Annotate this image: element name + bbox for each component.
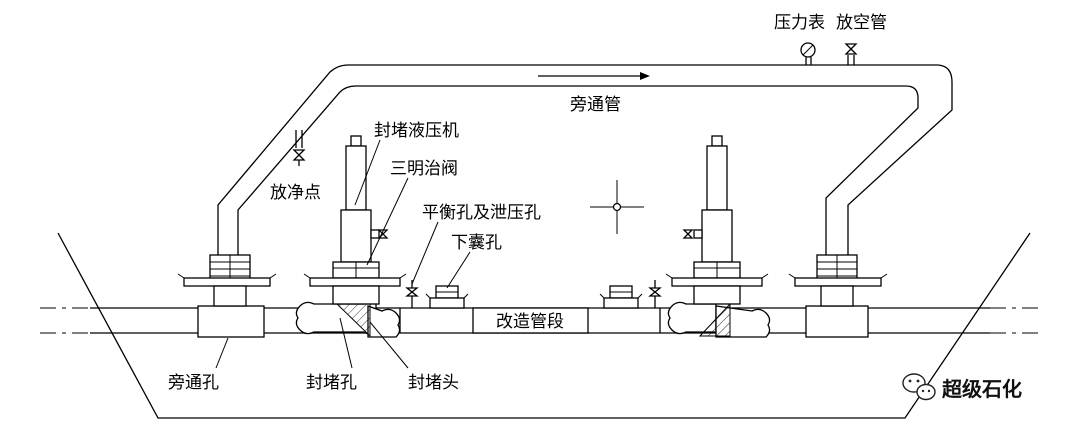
plugging-head-right [698,302,731,337]
label-vent-pipe: 放空管 [836,13,887,33]
hydraulic-machine-right [665,135,769,305]
lower-bladder-fitting-right [599,285,643,309]
label-bypass-pipe: 旁通管 [570,95,621,115]
lower-bladder-fitting-left [425,285,469,309]
bypass-flange-left [177,254,277,307]
label-lower-bladder-hole: 下囊孔 [451,233,502,253]
bypass-pipe [217,64,953,268]
hydraulic-machine-left [303,135,407,305]
modified-pipe-section [472,307,589,334]
wechat-watermark: 超级石化 [902,373,1022,401]
flow-arrow [538,72,650,80]
balance-valve-left-icon [405,280,419,308]
label-pressure-gauge: 压力表 [774,13,825,33]
label-modified-pipe-section: 改造管段 [496,312,564,332]
watermark-text: 超级石化 [941,377,1022,401]
wechat-logo-icon [902,373,936,401]
crosshair-marker [590,180,644,234]
pressure-gauge-icon [800,42,816,65]
drain-valve-icon [292,130,306,166]
bypass-flange-right [788,254,888,307]
label-plugging-head: 封堵头 [408,373,459,393]
vent-valve-icon [844,43,858,65]
balance-valve-right-icon [648,280,662,308]
leader-lines [215,139,471,369]
label-plugging-hole: 封堵孔 [306,373,357,393]
label-bypass-hole: 旁通孔 [168,373,219,393]
excavation-pit [57,232,1031,419]
label-sandwich-valve: 三明治阀 [390,159,458,179]
bypass-hole-fitting-right [805,305,869,338]
bypass-hole-fitting-left [197,305,265,338]
label-drain-point: 放净点 [270,183,321,203]
label-plugging-hydraulic-machine: 封堵液压机 [374,121,459,141]
label-balance-relief-hole: 平衡孔及泄压孔 [422,203,541,223]
